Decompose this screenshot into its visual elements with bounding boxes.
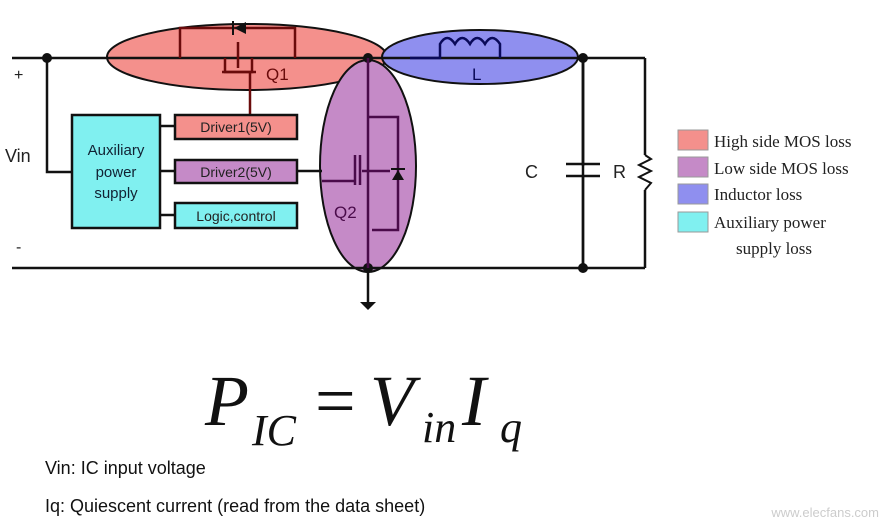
vin-label: Vin — [5, 146, 31, 166]
formula: P IC = V in I q — [204, 361, 522, 455]
svg-text:P: P — [204, 361, 249, 441]
auxiliary-power-supply-box — [70, 113, 162, 230]
aux-label-2: power — [96, 164, 137, 181]
note-iq: Iq: Quiescent current (read from the dat… — [45, 496, 426, 516]
svg-text:in: in — [422, 403, 456, 452]
legend: High side MOS loss Low side MOS loss Ind… — [677, 129, 851, 258]
driver2-box — [173, 158, 299, 185]
svg-text:IC: IC — [251, 406, 297, 455]
aux-label-3: supply — [94, 185, 138, 202]
inductor-icon — [410, 36, 502, 60]
legend-label-aux-1: Auxiliary power — [714, 213, 826, 232]
aux-label-1: Auxiliary — [88, 142, 145, 159]
q2-label: Q2 — [334, 203, 357, 222]
legend-swatch-inductor — [677, 183, 709, 205]
legend-swatch-high-side — [677, 129, 709, 151]
q1-label: Q1 — [266, 65, 289, 84]
resistor-icon — [636, 154, 654, 191]
minus-label: - — [16, 239, 21, 256]
svg-text:V: V — [370, 361, 421, 441]
driver1-box — [173, 113, 299, 141]
driver2-label: Driver2(5V) — [200, 164, 272, 180]
ground-icon — [360, 302, 376, 310]
resistor-label: R — [613, 162, 626, 182]
watermark: www.elecfans.com — [771, 505, 879, 520]
q2-diode-icon — [392, 170, 404, 180]
q1-diode-icon — [234, 22, 246, 34]
note-vin: Vin: IC input voltage — [45, 458, 206, 478]
legend-label-high-side: High side MOS loss — [714, 132, 851, 151]
inductor-label: L — [472, 65, 481, 84]
logic-label: Logic,control — [196, 208, 275, 224]
legend-label-inductor: Inductor loss — [714, 185, 802, 204]
plus-label: + — [14, 67, 23, 84]
svg-text:=: = — [315, 361, 356, 441]
legend-label-low-side: Low side MOS loss — [714, 159, 849, 178]
legend-swatch-low-side — [677, 156, 709, 178]
legend-swatch-aux — [677, 211, 709, 233]
driver1-label: Driver1(5V) — [200, 119, 272, 135]
logic-control-box — [173, 201, 299, 230]
capacitor-label: C — [525, 162, 538, 182]
svg-text:I: I — [461, 361, 489, 441]
capacitor-icon — [566, 58, 600, 268]
svg-text:q: q — [500, 403, 522, 452]
legend-label-aux-2: supply loss — [736, 239, 812, 258]
